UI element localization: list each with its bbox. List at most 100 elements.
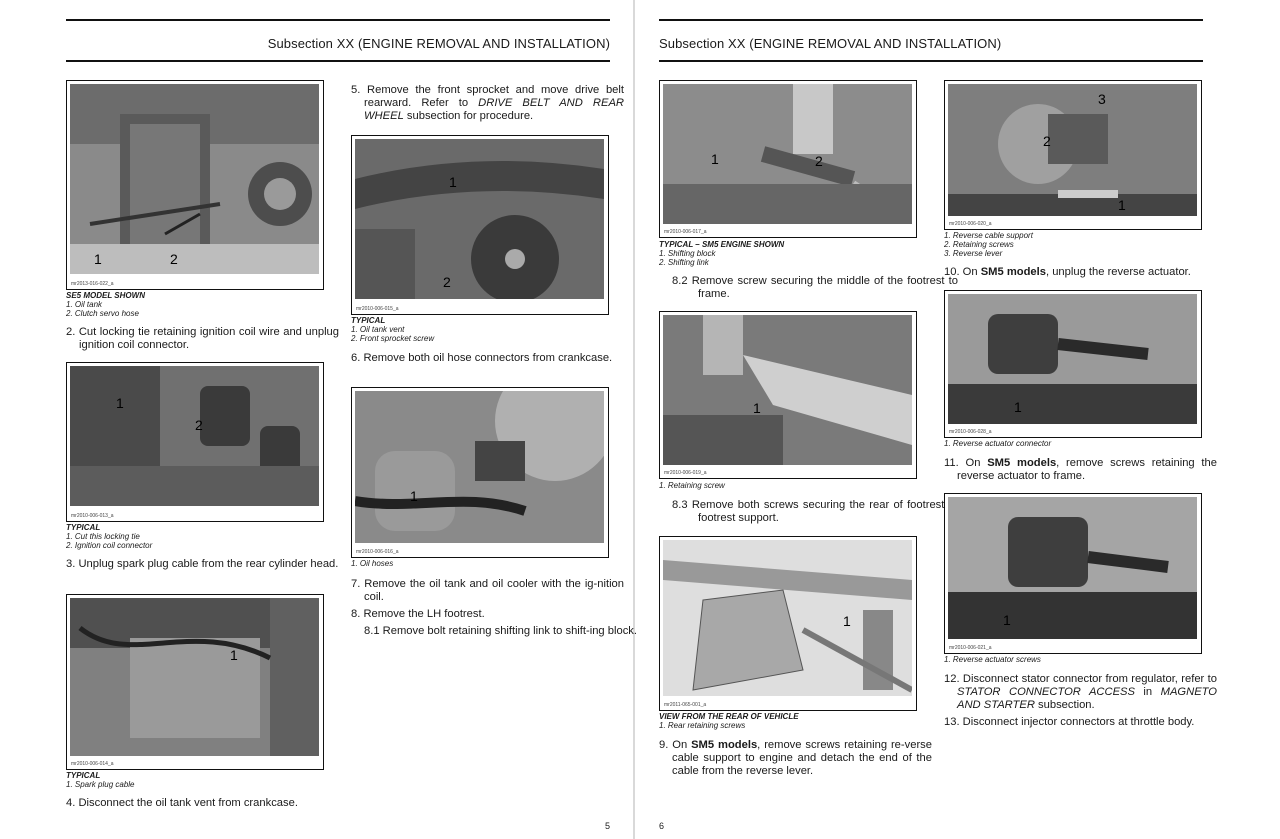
illustration-rear-of-vehicle: 1 [663, 540, 912, 696]
step-text: , remove screws retaining the reverse ac… [957, 457, 1217, 482]
step-8: 8. Remove the LH footrest. [351, 608, 485, 620]
callout-1: 1 [94, 251, 102, 267]
callout-1: 1 [1003, 612, 1011, 628]
figure-caption: 1. Reverse cable support 2. Retaining sc… [944, 231, 1204, 258]
step-text: 10. On [944, 266, 981, 278]
page-number: 6 [659, 821, 665, 831]
figure-caption: VIEW FROM THE REAR OF VEHICLE 1. Rear re… [659, 712, 919, 730]
caption-title: TYPICAL [66, 771, 101, 780]
left-page: Subsection XX (ENGINE REMOVAL AND INSTAL… [66, 0, 637, 839]
callout-2: 2 [443, 274, 451, 290]
figure-oil-hoses: 1 mr2010-006-016_a [351, 387, 609, 558]
step-12: 12. Disconnect stator connector from reg… [944, 673, 1217, 712]
figure-code: mr2010-006-028_a [949, 429, 992, 435]
step-7: 7. Remove the oil tank and oil cooler wi… [351, 578, 624, 603]
figure-ignition-coil: 1 2 mr2010-006-013_a [66, 362, 324, 522]
figure-caption: 1. Retaining screw [659, 481, 919, 490]
step-11: 11. On SM5 models, remove screws retaini… [944, 457, 1217, 483]
caption-item: 1. Reverse actuator screws [944, 655, 1041, 664]
caption-item: 1. Spark plug cable [66, 780, 135, 789]
subsection-reference: DRIVE BELT AND REAR WHEEL [364, 97, 624, 122]
figure-shifting-block: 1 2 mr2010-006-017_a [659, 80, 917, 238]
photo-spark-plug: 1 [70, 598, 319, 756]
callout-2: 2 [815, 153, 823, 169]
step-3: 3. Unplug spark plug cable from the rear… [66, 558, 339, 570]
figure-code: mr2010-006-021_a [949, 645, 992, 651]
caption-title: VIEW FROM THE REAR OF VEHICLE [659, 712, 799, 721]
caption-item: 1. Reverse actuator connector [944, 439, 1052, 448]
figure-rear-of-vehicle: 1 mr2011-065-001_a [659, 536, 917, 711]
step-4: 4. Disconnect the oil tank vent from cra… [66, 797, 298, 809]
header-rule-bottom [66, 60, 610, 62]
figure-reverse-actuator-screws: 1 mr2010-006-021_a [944, 493, 1202, 654]
figure-reverse-actuator-connector: 1 mr2010-006-028_a [944, 290, 1202, 438]
header-rule-top [659, 19, 1203, 21]
caption-item: 1. Retaining screw [659, 481, 725, 490]
photo-shifting-block: 1 2 [663, 84, 912, 224]
model-name: SM5 models [691, 739, 758, 751]
step-6: 6. Remove both oil hose connectors from … [351, 352, 613, 364]
figure-code: mr2013-016-022_a [71, 281, 114, 287]
figure-oil-tank: 1 2 mr2013-016-022_a [66, 80, 324, 290]
step-text: 12. Disconnect stator connector from reg… [944, 673, 1217, 685]
page-header: Subsection XX (ENGINE REMOVAL AND INSTAL… [659, 36, 1002, 51]
photo-oil-hoses: 1 [355, 391, 604, 543]
step-text: subsection. [1034, 699, 1095, 711]
step-8-3: 8.3 Remove both screws securing the rear… [672, 499, 958, 524]
caption-item: 2. Front sprocket screw [351, 334, 435, 343]
step-5: 5. Remove the front sprocket and move dr… [351, 84, 624, 123]
step-9: 9. On SM5 models, remove screws retainin… [659, 739, 932, 778]
callout-1: 1 [843, 613, 851, 629]
photo-reverse-actuator-connector: 1 [948, 294, 1197, 424]
caption-item: 1. Oil tank vent [351, 325, 405, 334]
figure-code: mr2010-006-017_a [664, 229, 707, 235]
caption-item: 1. Rear retaining screws [659, 721, 746, 730]
figure-caption: TYPICAL 1. Cut this locking tie 2. Ignit… [66, 523, 326, 550]
step-text: 9. On [659, 739, 692, 751]
step-text: , unplug the reverse actuator. [1045, 266, 1191, 278]
caption-item: 1. Oil tank [66, 300, 103, 309]
step-8-2: 8.2 Remove screw securing the middle of … [672, 275, 958, 300]
figure-code: mr2010-006-014_a [71, 761, 114, 767]
caption-item: 1. Oil hoses [351, 559, 394, 568]
figure-caption: TYPICAL – SM5 ENGINE SHOWN 1. Shifting b… [659, 240, 919, 267]
figure-code: mr2010-006-016_a [356, 549, 399, 555]
caption-item: 2. Shifting link [659, 258, 709, 267]
callout-1: 1 [116, 395, 124, 411]
photo-ignition-coil: 1 2 [70, 366, 319, 506]
step-10: 10. On SM5 models, unplug the reverse ac… [944, 266, 1217, 279]
callout-1: 1 [449, 174, 457, 190]
caption-item: 3. Reverse lever [944, 249, 1003, 258]
figure-front-sprocket: 1 2 mr2010-006-015_a [351, 135, 609, 315]
callout-1: 1 [410, 488, 418, 504]
figure-caption: 1. Oil hoses [351, 559, 611, 568]
caption-title: TYPICAL [351, 316, 386, 325]
step-text: 11. On [944, 457, 988, 469]
callout-2: 2 [170, 251, 178, 267]
callout-2: 2 [195, 417, 203, 433]
figure-reverse-cable: 3 2 1 mr2010-006-020_a [944, 80, 1202, 230]
callout-1: 1 [711, 151, 719, 167]
photo-reverse-actuator-screws: 1 [948, 497, 1197, 639]
step-text: 5. Remove the front sprocket and move dr… [351, 84, 624, 109]
callout-1: 1 [1014, 399, 1022, 415]
caption-title: SE5 MODEL SHOWN [66, 291, 145, 300]
figure-code: mr2011-065-001_a [664, 702, 707, 708]
figure-code: mr2010-006-015_a [356, 306, 399, 312]
figure-caption: TYPICAL 1. Oil tank vent 2. Front sprock… [351, 316, 611, 343]
caption-title: TYPICAL – SM5 ENGINE SHOWN [659, 240, 785, 249]
page-gutter [633, 0, 635, 839]
callout-1: 1 [753, 400, 761, 416]
subsection-reference: MAGNETO AND STARTER [957, 686, 1217, 711]
callout-1: 1 [230, 647, 238, 663]
figure-spark-plug: 1 mr2010-006-014_a [66, 594, 324, 770]
callout-2: 2 [1043, 133, 1051, 149]
figure-retaining-screw: 1 mr2010-006-019_a [659, 311, 917, 479]
step-2: 2. Cut locking tie retaining ignition co… [66, 326, 339, 351]
caption-item: 2. Clutch servo hose [66, 309, 139, 318]
photo-oil-tank: 1 2 [70, 84, 319, 274]
step-text: in [1134, 686, 1161, 698]
callout-1: 1 [1118, 197, 1126, 213]
figure-code: mr2010-006-020_a [949, 221, 992, 227]
